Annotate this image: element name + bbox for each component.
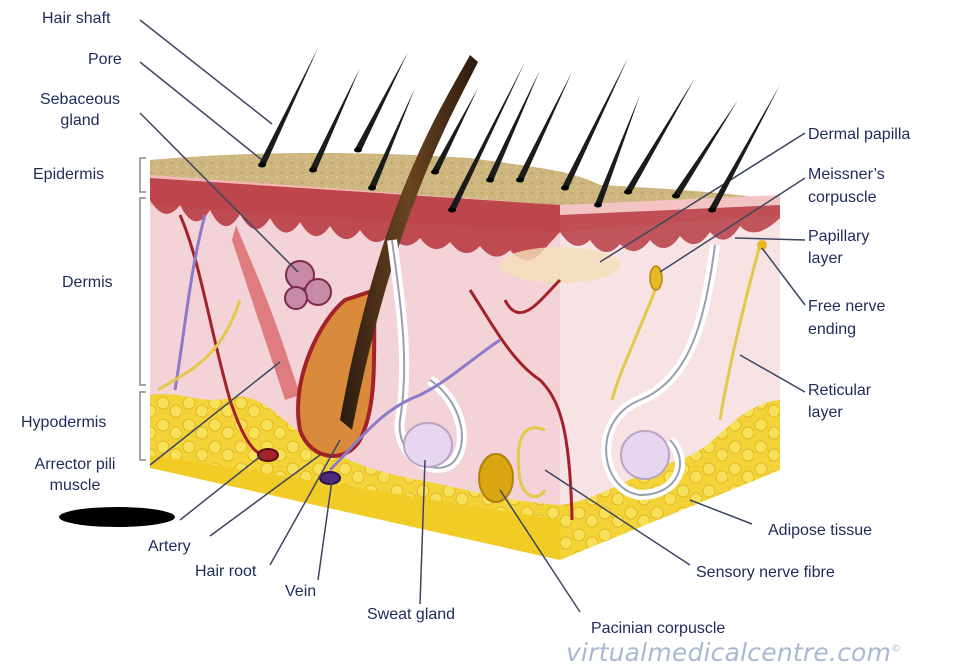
hair-pore-10	[594, 203, 602, 208]
label-arrector-pili-line1: Arrector pili	[10, 455, 140, 475]
label-papillary-layer-line1: Papillary	[808, 227, 869, 247]
label-dermal-papilla: Dermal papilla	[808, 125, 910, 145]
surface-hair-3	[355, 52, 408, 151]
hair-pore-2	[309, 168, 317, 173]
surface-hair-1	[259, 48, 318, 166]
label-reticular-layer-line1: Reticular	[808, 381, 871, 401]
label-free-nerve-ending-line1: Free nerve	[808, 297, 885, 317]
label-pore: Pore	[88, 50, 122, 70]
hair-pore-9	[561, 186, 569, 191]
label-sweat-gland: Sweat gland	[367, 605, 455, 625]
label-reticular-layer-line2: layer	[808, 403, 843, 423]
label-hair-root: Hair root	[195, 562, 256, 582]
label-artery: Artery	[148, 537, 191, 557]
surface-hair-13	[709, 85, 780, 212]
dermal-papilla-region	[500, 247, 620, 283]
watermark-text: virtualmedicalcentre.com	[566, 638, 891, 667]
hair-pore-1	[258, 163, 266, 168]
hair-pore-6	[448, 208, 456, 213]
hair-pore-13	[708, 208, 716, 213]
pacinian-corpuscle-shape	[479, 454, 513, 502]
label-papillary-layer-line2: layer	[808, 249, 843, 269]
hair-pore-7	[486, 178, 494, 183]
hair-pore-11	[624, 190, 632, 195]
label-sebaceous-gland-line2: gland	[30, 111, 130, 131]
watermark: virtualmedicalcentre.com©	[566, 638, 901, 667]
layer-brackets	[140, 158, 146, 460]
label-epidermis: Epidermis	[33, 165, 104, 185]
label-hair-shaft: Hair shaft	[42, 9, 110, 29]
label-sebaceous-gland-line1: Sebaceous	[30, 90, 130, 110]
label-adipose-tissue: Adipose tissue	[768, 521, 872, 541]
label-sensory-nerve-fibre: Sensory nerve fibre	[696, 563, 835, 583]
hair-pore-5	[431, 170, 439, 175]
hair-pore-4	[368, 186, 376, 191]
label-vein: Vein	[285, 582, 316, 602]
label-meissners-corpuscle-line2: corpuscle	[808, 188, 876, 208]
label-meissners-corpuscle-line1: Meissner’s	[808, 165, 885, 185]
label-hypodermis: Hypodermis	[21, 413, 106, 433]
hair-pore-12	[672, 194, 680, 199]
vein-cross-section	[320, 472, 340, 484]
label-free-nerve-ending-line2: ending	[808, 320, 856, 340]
redaction-mark	[59, 507, 175, 527]
meissners-corpuscle	[650, 266, 662, 290]
surface-hair-11	[625, 78, 695, 194]
label-dermis: Dermis	[62, 273, 113, 293]
label-arrector-pili-line2: muscle	[10, 476, 140, 496]
surface-hair-8	[517, 72, 572, 181]
watermark-copyright-mark: ©	[891, 644, 901, 655]
surface-hair-9	[562, 58, 628, 189]
label-pacinian-corpuscle: Pacinian corpuscle	[591, 619, 725, 639]
hair-pore-3	[354, 148, 362, 153]
hair-pore-8	[516, 178, 524, 183]
